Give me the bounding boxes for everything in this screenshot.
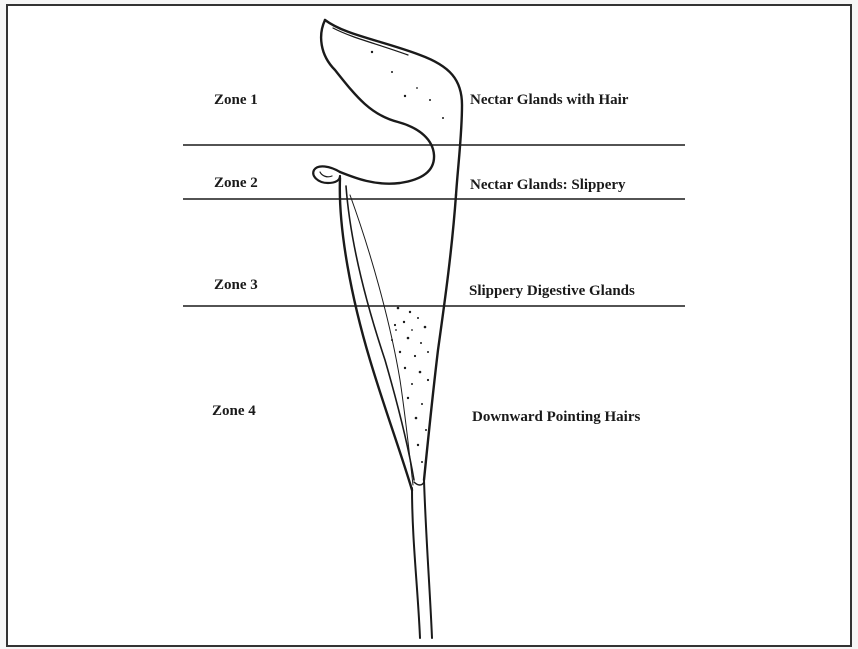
pitcher-lip xyxy=(313,166,340,183)
zone-4-label: Zone 4 xyxy=(212,402,256,420)
zone-1-description: Nectar Glands with Hair xyxy=(470,91,628,109)
zone-3-description: Slippery Digestive Glands xyxy=(469,282,635,300)
pitcher-outline xyxy=(313,20,462,638)
pitcher-stem-right xyxy=(424,480,432,638)
zone-3-label: Zone 3 xyxy=(214,276,258,294)
pitcher-right-wall xyxy=(424,195,456,480)
pitcher-stem-left xyxy=(412,488,420,638)
pitcher-hood-outer xyxy=(325,20,462,195)
zone-1-label: Zone 1 xyxy=(214,91,258,109)
zone-4-description: Downward Pointing Hairs xyxy=(472,408,640,426)
zone-2-description: Nectar Glands: Slippery xyxy=(470,176,626,194)
zone-2-label: Zone 2 xyxy=(214,174,258,192)
